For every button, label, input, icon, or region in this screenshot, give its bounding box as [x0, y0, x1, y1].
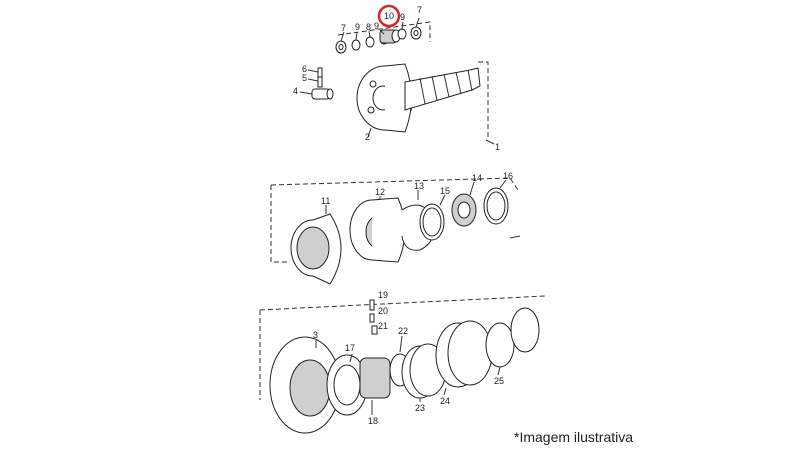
callout: 25 [494, 376, 504, 386]
callout: 9 [374, 21, 379, 31]
callout: 13 [414, 181, 424, 191]
group-bracket-shaft [478, 61, 489, 140]
group-bracket-middle-top [270, 177, 519, 191]
callout: 9 [355, 22, 360, 32]
illustrative-image-caption: *Imagem ilustrativa [514, 429, 634, 445]
callout: 1 [495, 142, 500, 152]
ring-9-left [351, 39, 361, 51]
callout: 21 [378, 321, 388, 331]
callout: 16 [503, 171, 513, 181]
callout: 2 [365, 132, 370, 142]
ring-8 [365, 36, 375, 48]
callout: 22 [398, 326, 408, 336]
callout: 9 [400, 12, 405, 22]
callout: 6 [302, 64, 307, 74]
callout-highlighted: 10 [384, 11, 394, 21]
callout-labels: 7 9 8 9 10 9 7 6 5 4 2 1 11 12 13 15 14 … [293, 5, 513, 426]
callout: 5 [302, 73, 307, 83]
ring-gear-group [270, 177, 521, 285]
callout: 15 [440, 186, 450, 196]
callout: 17 [345, 343, 355, 353]
callout: 3 [313, 330, 318, 340]
spring-pack-18 [359, 357, 391, 399]
group-bracket-bottom [259, 295, 546, 311]
callout: 4 [293, 86, 298, 96]
pin-19 [369, 299, 375, 311]
callout: 11 [321, 196, 330, 206]
group-bracket-top [337, 21, 431, 42]
callout: 14 [472, 173, 482, 183]
group-bracket-middle-left [270, 185, 290, 263]
callout: 18 [368, 416, 378, 426]
spring-20 [369, 313, 375, 323]
callout: 8 [366, 22, 371, 32]
pin-5 [317, 76, 323, 88]
highlight-ring [377, 4, 401, 28]
callout: 7 [341, 23, 346, 33]
pin-21 [371, 325, 378, 335]
callout: 19 [378, 290, 388, 300]
hub-25 [485, 322, 515, 368]
shaft-assembly-group [299, 17, 495, 145]
callout: 20 [378, 306, 388, 316]
callout: 23 [415, 403, 425, 413]
callout: 7 [417, 5, 422, 15]
ring-9-right [397, 28, 407, 40]
callout: 12 [375, 187, 385, 197]
callout: 24 [440, 396, 450, 406]
clutch-pack-group [259, 295, 546, 434]
